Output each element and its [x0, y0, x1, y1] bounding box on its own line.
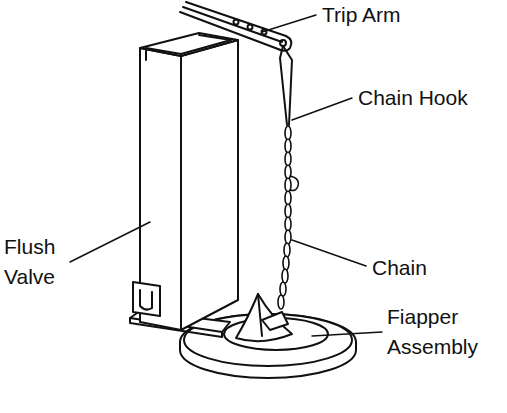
part-label: Chain Hook — [358, 83, 503, 113]
chain — [278, 126, 298, 309]
part-label: Flush Valve — [4, 232, 68, 292]
trip-arm — [180, 2, 291, 51]
flush-valve-tube — [133, 33, 238, 330]
part-label: Fiapper Assembly — [387, 302, 499, 362]
leader-lines — [70, 15, 382, 336]
flapper-cone — [236, 294, 292, 341]
leader-line — [292, 98, 352, 120]
leader-line — [292, 240, 366, 266]
chain-hook — [280, 46, 292, 125]
leader-line — [312, 332, 382, 336]
leader-line — [262, 15, 316, 32]
part-label: Trip Arm — [322, 0, 502, 30]
leader-line — [70, 222, 150, 262]
part-label: Chain — [372, 253, 502, 283]
